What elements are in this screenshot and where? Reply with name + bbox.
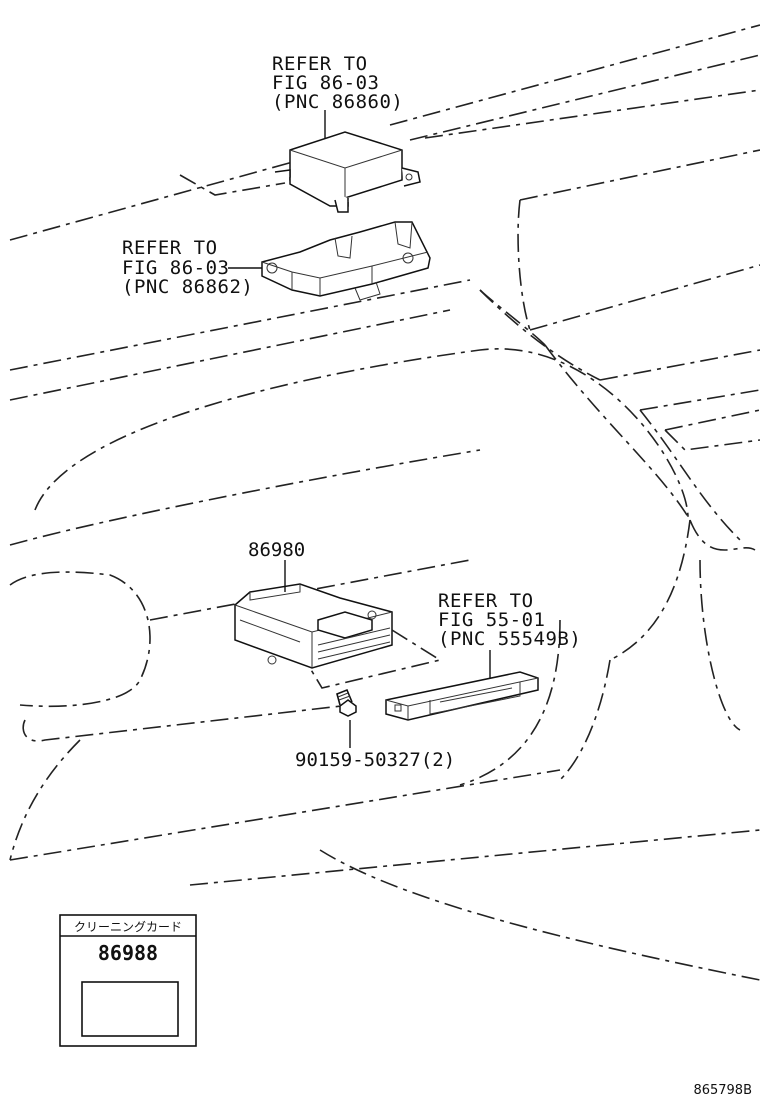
callout-line: REFER TO — [122, 237, 218, 259]
part-number-screw: 90159-50327(2) — [295, 749, 455, 771]
card-box-title: クリーニングカード — [74, 920, 182, 934]
callout-line: (PNC 86862) — [122, 276, 253, 298]
callout-line: REFER TO — [438, 590, 534, 612]
callout-sensor-bracket: REFER TO FIG 86-03 (PNC 86862) — [122, 237, 253, 298]
callout-glove-box-part: REFER TO FIG 55-01 (PNC 55549B) — [438, 590, 581, 650]
figure-code: 865798B — [693, 1083, 752, 1098]
airbag-sensor — [274, 131, 421, 213]
part-number-86980: 86980 — [248, 539, 305, 561]
body-outline — [9, 24, 760, 981]
screw — [336, 688, 357, 717]
cleaning-card — [81, 981, 179, 1037]
card-part-number: 86988 — [98, 941, 158, 965]
cleaning-card-box: クリーニングカード 86988 — [59, 914, 197, 1047]
mount-guide — [309, 629, 443, 689]
callout-line: REFER TO — [272, 53, 368, 75]
reader-unit-86980 — [234, 583, 393, 669]
sensor-bracket — [261, 221, 431, 301]
callout-line: FIG 86-03 — [272, 72, 379, 94]
callout-line: (PNC 86860) — [272, 91, 403, 113]
callout-line: FIG 55-01 — [438, 609, 545, 631]
leader-lines — [228, 110, 491, 748]
callout-line: FIG 86-03 — [122, 257, 229, 279]
callout-airbag-sensor: REFER TO FIG 86-03 (PNC 86860) — [272, 53, 403, 113]
callout-line: (PNC 55549B) — [438, 628, 581, 650]
glove-box-part — [385, 671, 539, 721]
